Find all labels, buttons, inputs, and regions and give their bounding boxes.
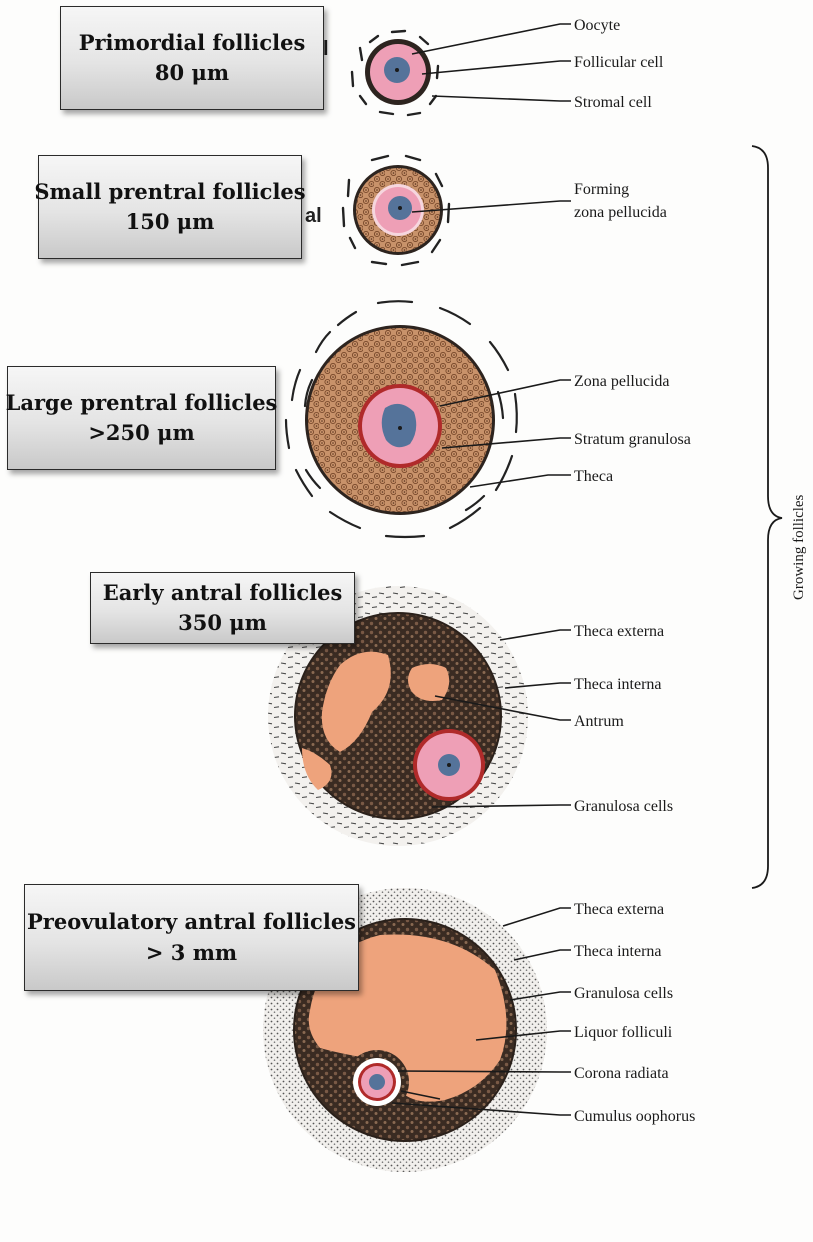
- stage-box-large-preantral: Large prentral follicles >250 μm: [7, 366, 276, 470]
- stage-box-primordial: Primordial follicles 80 μm: [60, 6, 324, 110]
- label-zona-pellucida: Zona pellucida: [574, 373, 670, 390]
- stage-box-early-antral: Early antral follicles 350 μm: [90, 572, 355, 644]
- label-theca-interna: Theca interna: [574, 943, 662, 960]
- label-follicular-cell: Follicular cell: [574, 54, 664, 71]
- label-granulosa-cells: Granulosa cells: [574, 985, 673, 1002]
- label-theca-externa: Theca externa: [574, 623, 664, 640]
- large-preantral-follicle-drawing: [286, 301, 517, 537]
- stage-box-preovulatory: Preovulatory antral follicles > 3 mm: [24, 884, 359, 991]
- label-theca-interna: Theca interna: [574, 676, 662, 693]
- stage-size: 80 μm: [155, 58, 229, 88]
- label-oocyte: Oocyte: [574, 17, 620, 34]
- stage-title: Small prentral follicles: [34, 177, 305, 207]
- stage-title: Preovulatory antral follicles: [27, 907, 356, 937]
- stage-size: >250 μm: [88, 418, 194, 448]
- growing-follicles-brace: [752, 146, 782, 888]
- label-theca-externa: Theca externa: [574, 901, 664, 918]
- stage-title: Primordial follicles: [79, 28, 306, 58]
- label-corona-radiata: Corona radiata: [574, 1065, 669, 1082]
- label-forming-zona-2: zona pellucida: [574, 204, 667, 221]
- stage-size: > 3 mm: [146, 938, 237, 968]
- stage-size: 150 μm: [126, 207, 215, 237]
- label-fragment: al: [305, 205, 322, 227]
- stage-title: Large prentral follicles: [6, 388, 278, 418]
- stage-box-small-preantral: Small prentral follicles 150 μm: [38, 155, 302, 259]
- label-granulosa-cells: Granulosa cells: [574, 798, 673, 815]
- label-liquor-folliculi: Liquor folliculi: [574, 1024, 673, 1041]
- label-cumulus-oophorus: Cumulus oophorus: [574, 1108, 695, 1125]
- label-theca: Theca: [574, 468, 613, 485]
- label-stromal-cell: Stromal cell: [574, 94, 652, 111]
- label-forming-zona-1: Forming: [574, 181, 629, 198]
- stage-title: Early antral follicles: [103, 578, 343, 608]
- growing-follicles-label: Growing follicles: [791, 494, 807, 600]
- label-antrum: Antrum: [574, 713, 624, 730]
- label-stratum-granulosa: Stratum granulosa: [574, 431, 691, 448]
- stage-size: 350 μm: [178, 608, 267, 638]
